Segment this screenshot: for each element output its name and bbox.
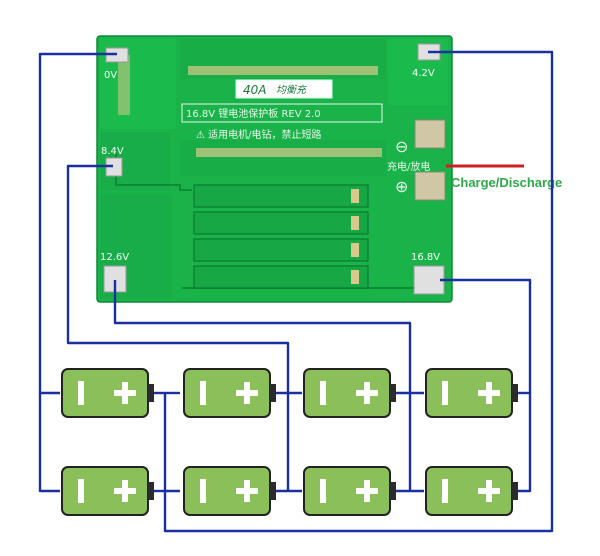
- battery-cell: [183, 368, 276, 418]
- wire-12-6v: [113, 280, 412, 491]
- battery-minus-icon: [200, 479, 206, 503]
- battery-plus-icon-vertical: [364, 480, 370, 502]
- battery-plus-icon-vertical: [122, 480, 128, 502]
- battery-plus-icon-vertical: [486, 382, 492, 404]
- pad-16-8v-label: 16.8V: [411, 252, 440, 263]
- battery-cell-terminal: [512, 482, 518, 500]
- current-rating: 40A: [243, 83, 266, 97]
- battery-cell-terminal: [148, 384, 154, 402]
- battery-minus-icon: [442, 479, 448, 503]
- charge-discharge-label: Charge/Discharge: [451, 175, 562, 190]
- wiring: [38, 50, 554, 533]
- battery-cell: [425, 466, 518, 516]
- minus-terminal-symbol: ⊖: [395, 137, 408, 156]
- mosfet-array: [193, 184, 369, 289]
- battery-cells: [61, 368, 518, 516]
- pad-0v-label: 0V: [104, 70, 117, 81]
- pad-12-6v-label: 12.6V: [100, 252, 129, 263]
- pad-16-8v: 16.8V: [411, 252, 445, 295]
- board-warning: ⚠ 适用电机/电钻，禁止短路: [196, 128, 322, 141]
- battery-minus-icon: [78, 479, 84, 503]
- battery-cell-terminal: [512, 384, 518, 402]
- battery-cell: [303, 368, 396, 418]
- battery-plus-icon-vertical: [244, 480, 250, 502]
- wire-4-2v: [163, 50, 554, 533]
- battery-plus-icon-vertical: [122, 382, 128, 404]
- charge-discharge-silk: 充电/放电: [387, 160, 430, 173]
- wire-16-8v: [440, 278, 532, 493]
- battery-cell: [425, 368, 518, 418]
- board-title: 16.8V 锂电池保护板 REV 2.0: [186, 107, 321, 120]
- battery-cell-terminal: [390, 482, 396, 500]
- battery-minus-icon: [320, 381, 326, 405]
- pad-8-4v-label: 8.4V: [101, 146, 124, 157]
- plus-terminal-symbol: ⊕: [395, 177, 408, 196]
- protection-board: 40A 均衡充 16.8V 锂电池保护板 REV 2.0 ⚠ 适用电机/电钻，禁…: [96, 35, 453, 303]
- battery-cell-terminal: [390, 384, 396, 402]
- battery-plus-icon-vertical: [364, 382, 370, 404]
- battery-cell-terminal: [270, 482, 276, 500]
- pad-12-6v: 12.6V: [100, 252, 129, 293]
- battery-cell: [61, 368, 154, 418]
- battery-cell: [183, 466, 276, 516]
- battery-minus-icon: [320, 479, 326, 503]
- battery-cell-terminal: [270, 384, 276, 402]
- battery-cell: [61, 466, 154, 516]
- battery-minus-icon: [78, 381, 84, 405]
- battery-plus-icon-vertical: [244, 382, 250, 404]
- battery-plus-icon-vertical: [486, 480, 492, 502]
- pad-4-2v-label: 4.2V: [412, 68, 435, 79]
- battery-minus-icon: [200, 381, 206, 405]
- wire-0v: [38, 52, 117, 493]
- rating-badge: [235, 79, 333, 99]
- battery-cell: [303, 466, 396, 516]
- battery-cell-terminal: [148, 482, 154, 500]
- battery-minus-icon: [442, 381, 448, 405]
- brand-mark: 均衡充: [276, 84, 308, 96]
